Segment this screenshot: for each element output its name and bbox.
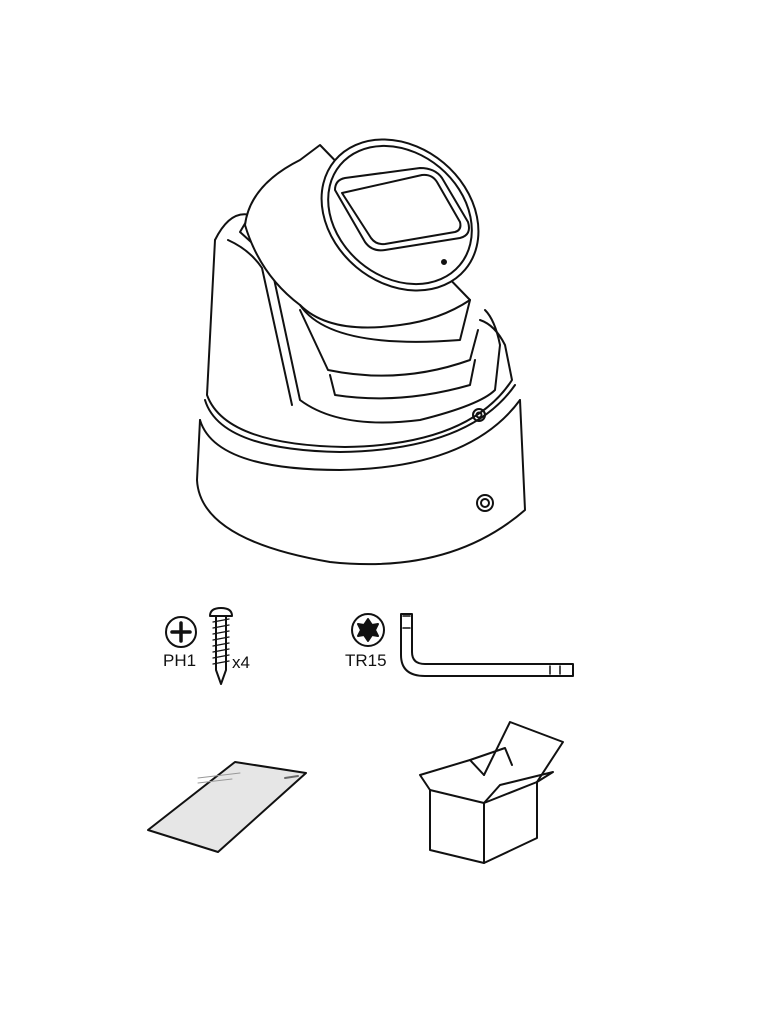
torx-icon [351,613,385,647]
screw-icon [209,607,233,685]
tr15-label: TR15 [345,651,387,670]
phillips-icon [165,616,197,648]
box-icon [419,721,564,864]
dome-camera [196,138,526,566]
torx-key-icon [400,613,574,677]
ph1-label: PH1 [163,651,197,670]
manual-icon [147,761,307,853]
screw-quantity-label: x4 [232,653,250,672]
